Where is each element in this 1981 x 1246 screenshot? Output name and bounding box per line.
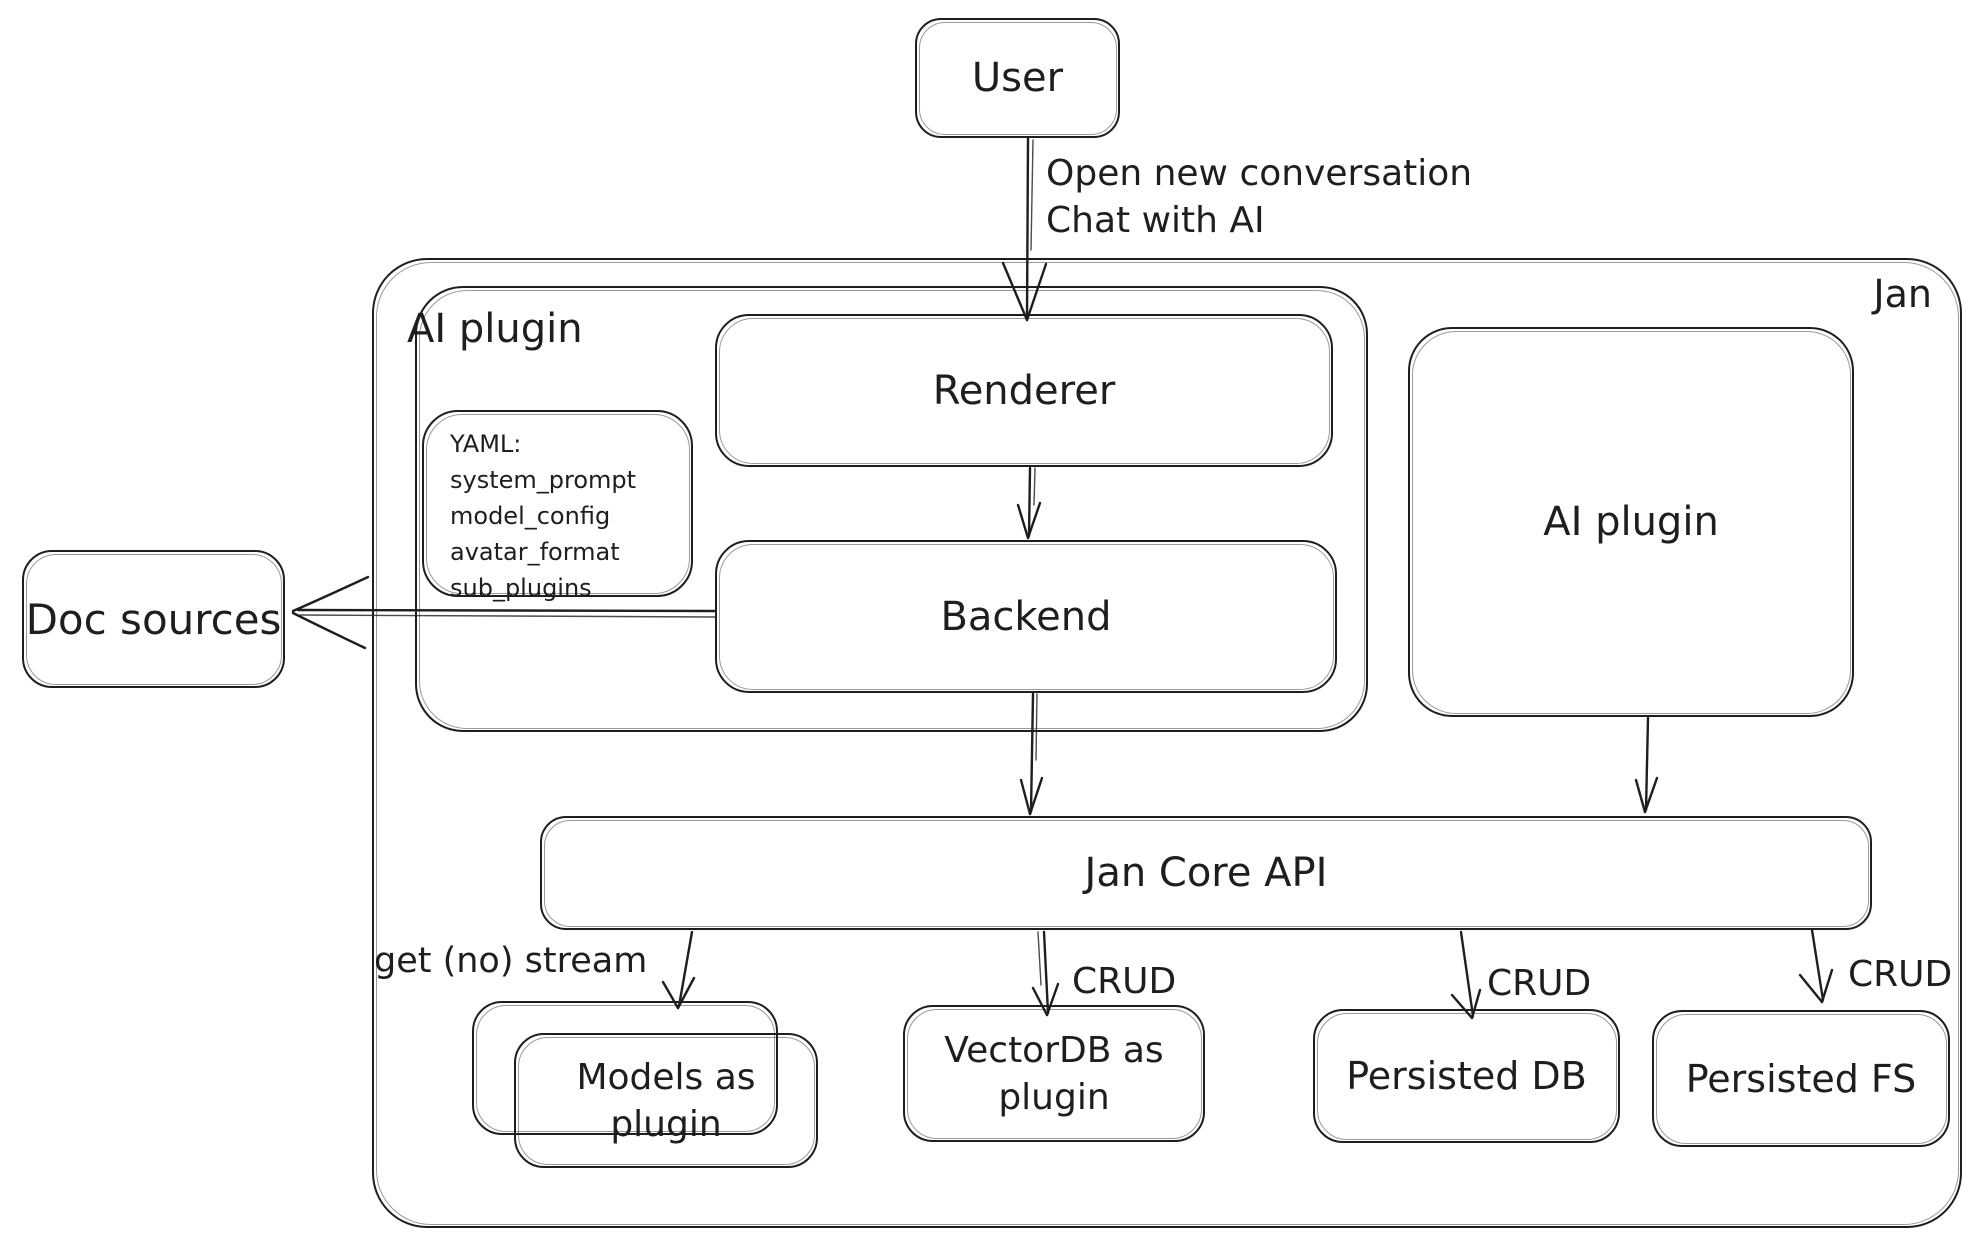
models-as-plugin-node: Models as plugin <box>514 1033 818 1168</box>
yaml-note: YAML: system_prompt model_config avatar_… <box>422 410 693 602</box>
backend-label: Backend <box>940 593 1112 640</box>
ai-plugin-node: AI plugin <box>1408 327 1854 717</box>
models-as-plugin-label: Models as plugin <box>576 1056 756 1145</box>
doc-sources-node: Doc sources <box>22 550 285 688</box>
models-as-plugin-back-node <box>472 1001 778 1135</box>
persisted-db-node: Persisted DB <box>1313 1009 1620 1143</box>
ai-plugin-group: AI plugin <box>407 286 1368 732</box>
persisted-fs-label: Persisted FS <box>1685 1056 1917 1101</box>
edge-label-crud-vectordb: CRUD <box>1072 961 1177 1002</box>
renderer-label: Renderer <box>932 367 1116 414</box>
backend-node: Backend <box>715 540 1337 693</box>
jan-container: Jan <box>372 258 1962 1228</box>
jan-label: Jan <box>1873 272 1932 316</box>
jan-core-api-label: Jan Core API <box>1084 850 1328 896</box>
edge-label-crud-persisted-db: CRUD <box>1487 963 1592 1004</box>
edge-label-chat-with-ai: Chat with AI <box>1046 200 1265 241</box>
edge-label-get-no-stream: get (no) stream <box>374 941 648 981</box>
edge-label-open-conversation: Open new conversation <box>1046 153 1473 194</box>
ai-plugin-label: AI plugin <box>1543 499 1719 545</box>
user-label: User <box>971 55 1064 101</box>
vectordb-node: VectorDB as plugin <box>903 1005 1205 1142</box>
persisted-fs-node: Persisted FS <box>1652 1010 1950 1147</box>
ai-plugin-group-label: AI plugin <box>407 306 583 352</box>
jan-core-api-node: Jan Core API <box>540 816 1872 930</box>
doc-sources-label: Doc sources <box>25 594 282 644</box>
edge-label-crud-persisted-fs: CRUD <box>1848 954 1953 995</box>
user-node: User <box>915 18 1120 138</box>
yaml-note-text: YAML: system_prompt model_config avatar_… <box>450 430 637 602</box>
vectordb-label: VectorDB as plugin <box>944 1029 1164 1118</box>
persisted-db-label: Persisted DB <box>1346 1054 1587 1098</box>
renderer-node: Renderer <box>715 314 1333 467</box>
